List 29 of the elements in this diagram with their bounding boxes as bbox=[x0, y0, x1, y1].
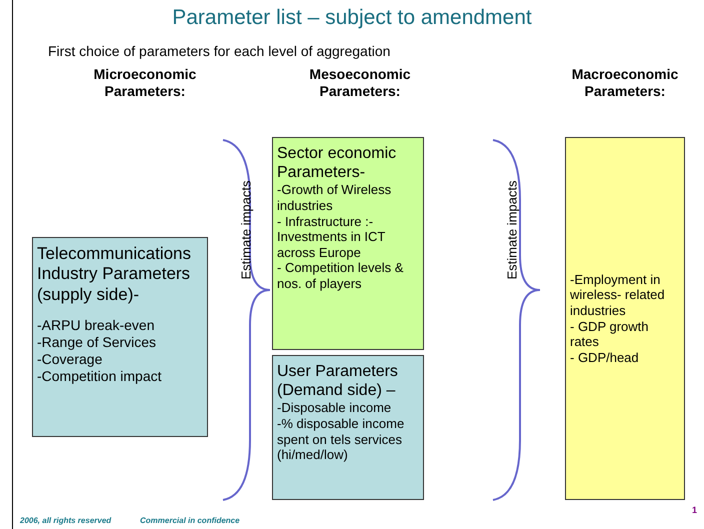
box-heading: Sector economic Parameters- bbox=[277, 144, 398, 182]
list-item: -Range of Services bbox=[37, 334, 158, 351]
list-item: -Disposable income bbox=[277, 400, 392, 416]
slide-title: Parameter list – subject to amendment bbox=[171, 6, 533, 30]
list-item: -Competition impact bbox=[37, 368, 162, 384]
box-heading: User Parameters (Demand side) – bbox=[277, 362, 399, 400]
footer-note: 2006, all rights reserved bbox=[20, 516, 112, 525]
list-item: - GDP/head bbox=[570, 350, 640, 366]
box-heading: Telecommunications Industry Parameters (supply side)- bbox=[37, 244, 192, 306]
list-item: - GDP growth rates bbox=[570, 318, 650, 350]
column-heading: Macroeconomic Parameters: bbox=[570, 66, 680, 100]
list-item: -ARPU break-even bbox=[37, 317, 156, 334]
list-item: -% disposable income spent on tels services (hi/med/low) bbox=[277, 416, 406, 463]
parameter-box bbox=[272, 355, 424, 500]
rotated-label: Estimate impacts bbox=[238, 180, 254, 280]
parameter-box bbox=[565, 137, 685, 500]
list-item: - Competition levels & nos. of players bbox=[277, 260, 404, 292]
parameter-box bbox=[32, 237, 208, 437]
column-heading: Microeconomic Parameters: bbox=[92, 66, 198, 100]
parameter-box bbox=[272, 137, 424, 350]
list-item: - Infrastructure :- Investments in ICT across Europe bbox=[277, 214, 386, 260]
page-number: 1 bbox=[692, 505, 698, 515]
list-item: -Employment in wireless- related industries bbox=[570, 272, 666, 318]
rotated-label: Estimate impacts bbox=[504, 180, 520, 280]
list-item: -Coverage bbox=[37, 350, 104, 368]
footer-note: Commercial in confidence bbox=[140, 516, 240, 525]
column-heading: Mesoeconomic Parameters: bbox=[308, 66, 412, 100]
subtitle: First choice of parameters for each level of aggregation bbox=[48, 43, 390, 59]
list-item: -Growth of Wireless industries bbox=[277, 182, 392, 214]
